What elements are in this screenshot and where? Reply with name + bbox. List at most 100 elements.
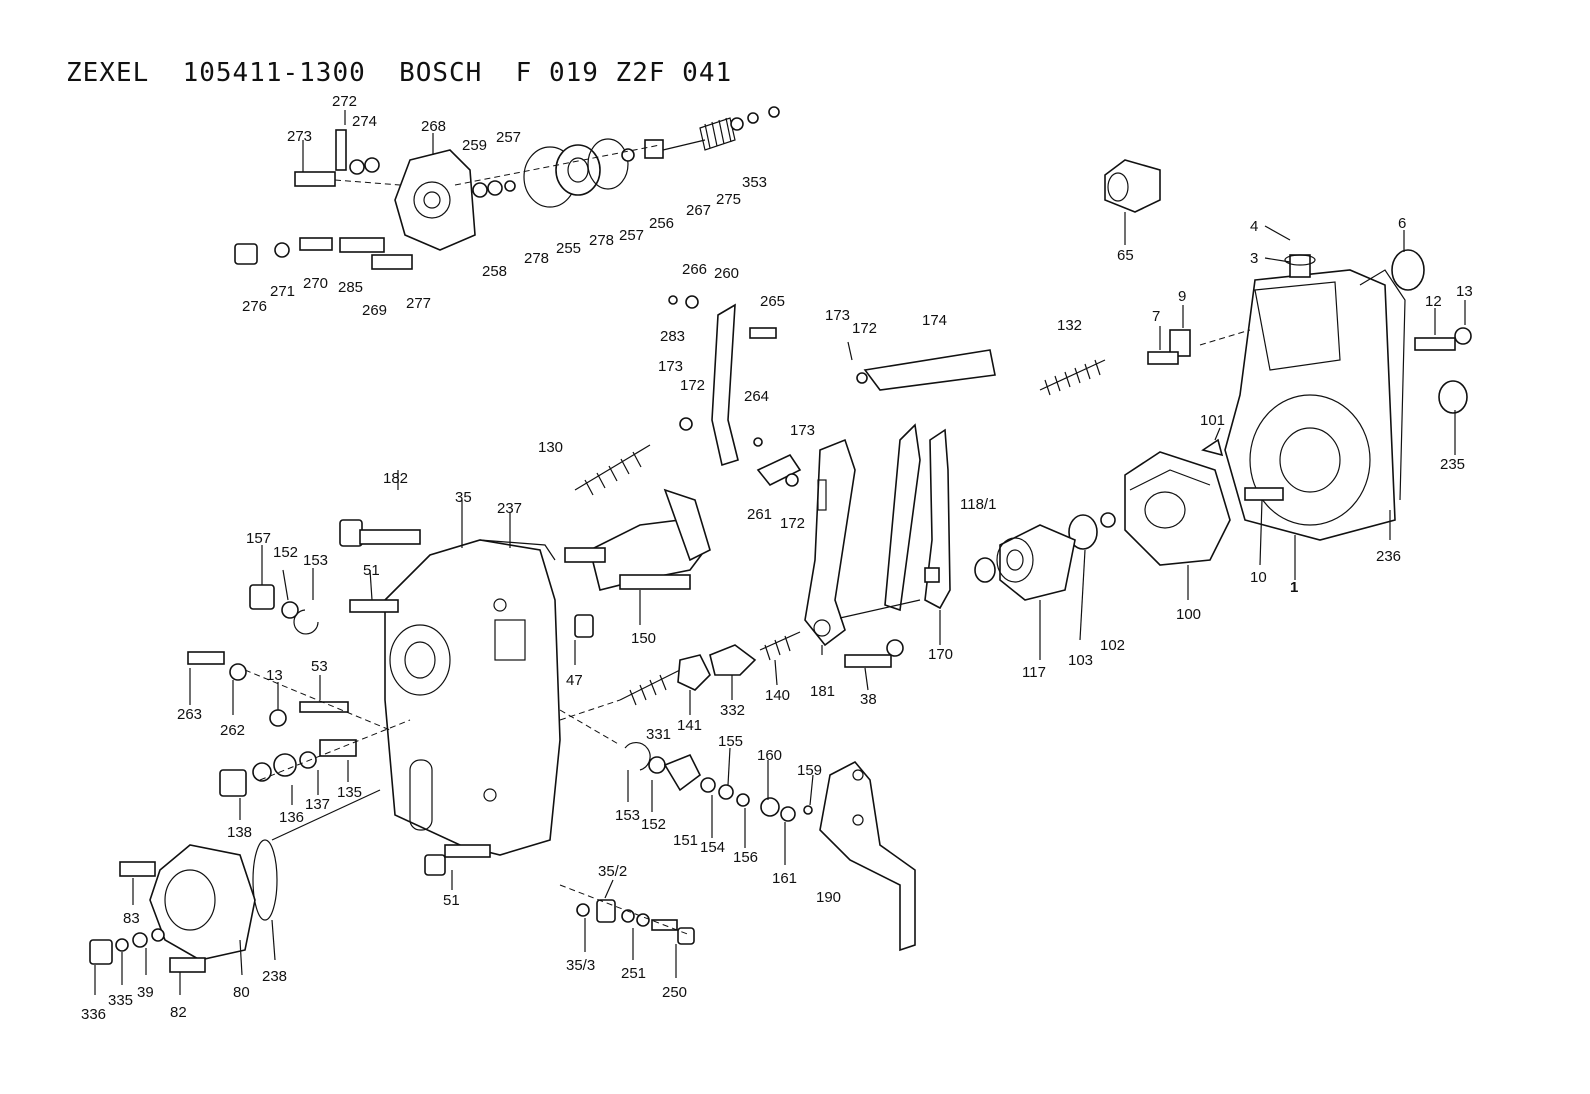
label-3: 3 (1250, 250, 1258, 267)
label-103: 103 (1068, 652, 1093, 669)
label-140: 140 (765, 687, 790, 704)
label-6: 6 (1398, 215, 1406, 232)
label-237: 237 (497, 500, 522, 517)
label-273: 273 (287, 128, 312, 145)
part-100-flyweight (1068, 451, 1231, 566)
label-137: 137 (305, 796, 330, 813)
label-276: 276 (242, 298, 267, 315)
label-47: 47 (566, 672, 583, 689)
label-141: 141 (677, 717, 702, 734)
label-283: 283 (660, 328, 685, 345)
part-65-sleeve (1104, 159, 1161, 238)
label-51-b: 51 (443, 892, 460, 909)
label-100: 100 (1176, 606, 1201, 623)
label-1: 1 (1290, 579, 1298, 596)
part-117-sleeve (974, 524, 1076, 601)
label-53: 53 (311, 658, 328, 675)
bottom-stud-assembly (424, 844, 695, 945)
label-161: 161 (772, 870, 797, 887)
label-265: 265 (760, 293, 785, 310)
label-181: 181 (810, 683, 835, 700)
label-172-c: 172 (780, 515, 805, 532)
label-278-a: 278 (524, 250, 549, 267)
label-190: 190 (816, 889, 841, 906)
label-13-a: 13 (1456, 283, 1473, 300)
label-264: 264 (744, 388, 769, 405)
label-257-b: 257 (619, 227, 644, 244)
label-80: 80 (233, 984, 250, 1001)
label-117: 117 (1022, 664, 1046, 681)
label-268: 268 (421, 118, 446, 135)
label-275: 275 (716, 191, 741, 208)
label-331: 331 (646, 726, 671, 743)
middle-shaft-assembly (559, 631, 801, 721)
label-156: 156 (733, 849, 758, 866)
label-285: 285 (338, 279, 363, 296)
label-150: 150 (631, 630, 656, 647)
lower-small-parts (559, 709, 813, 822)
label-82: 82 (170, 1004, 187, 1021)
label-270: 270 (303, 275, 328, 292)
right-housing (1147, 249, 1472, 541)
label-35: 35 (455, 489, 472, 506)
label-10: 10 (1250, 569, 1267, 586)
label-4: 4 (1250, 218, 1258, 235)
label-182: 182 (383, 470, 408, 487)
label-172-b: 172 (680, 377, 705, 394)
top-left-assembly (234, 106, 780, 270)
label-235: 235 (1440, 456, 1465, 473)
bottom-left-cover (89, 789, 381, 973)
label-130: 130 (538, 439, 563, 456)
label-172-a: 172 (852, 320, 877, 337)
label-132: 132 (1057, 317, 1082, 334)
label-7: 7 (1152, 308, 1160, 325)
label-65: 65 (1117, 247, 1134, 264)
label-101: 101 (1200, 412, 1225, 429)
label-332: 332 (720, 702, 745, 719)
levers-118-170 (847, 341, 1106, 612)
label-173-a: 173 (825, 307, 850, 324)
label-260: 260 (714, 265, 739, 282)
label-174: 174 (922, 312, 947, 329)
label-259: 259 (462, 137, 487, 154)
label-266: 266 (682, 261, 707, 278)
label-263: 263 (177, 706, 202, 723)
label-236: 236 (1376, 548, 1401, 565)
label-258: 258 (482, 263, 507, 280)
main-housing-35 (339, 519, 594, 856)
label-271: 271 (270, 283, 295, 300)
left-small-parts (187, 584, 411, 797)
label-170: 170 (928, 646, 953, 663)
label-157: 157 (246, 530, 271, 547)
linkage-264 (668, 295, 802, 487)
label-154: 154 (700, 839, 725, 856)
label-35-2: 35/2 (598, 863, 627, 880)
label-173-c: 173 (790, 422, 815, 439)
label-256: 256 (649, 215, 674, 232)
label-255: 255 (556, 240, 581, 257)
label-261: 261 (747, 506, 772, 523)
label-274: 274 (352, 113, 377, 130)
label-250: 250 (662, 984, 687, 1001)
label-152-a: 152 (273, 544, 298, 561)
label-39: 39 (137, 984, 154, 1001)
part-labels: 272 274 273 268 259 257 267 275 353 276 … (81, 93, 1473, 1023)
label-13-b: 13 (266, 667, 283, 684)
label-269: 269 (362, 302, 387, 319)
label-155: 155 (718, 733, 743, 750)
label-118-1: 118/1 (960, 496, 996, 513)
spring-130-shaft-150 (564, 444, 711, 591)
leader-lines (94, 110, 1466, 995)
label-152-b: 152 (641, 816, 666, 833)
part-190-bracket (819, 760, 916, 952)
label-238: 238 (262, 968, 287, 985)
part-181-lever (804, 438, 921, 668)
label-153-b: 153 (615, 807, 640, 824)
label-102: 102 (1100, 637, 1125, 654)
label-257: 257 (496, 129, 521, 146)
label-51-a: 51 (363, 562, 380, 579)
label-135: 135 (337, 784, 362, 801)
label-151: 151 (673, 832, 698, 849)
label-277: 277 (406, 295, 431, 312)
label-272: 272 (332, 93, 357, 110)
